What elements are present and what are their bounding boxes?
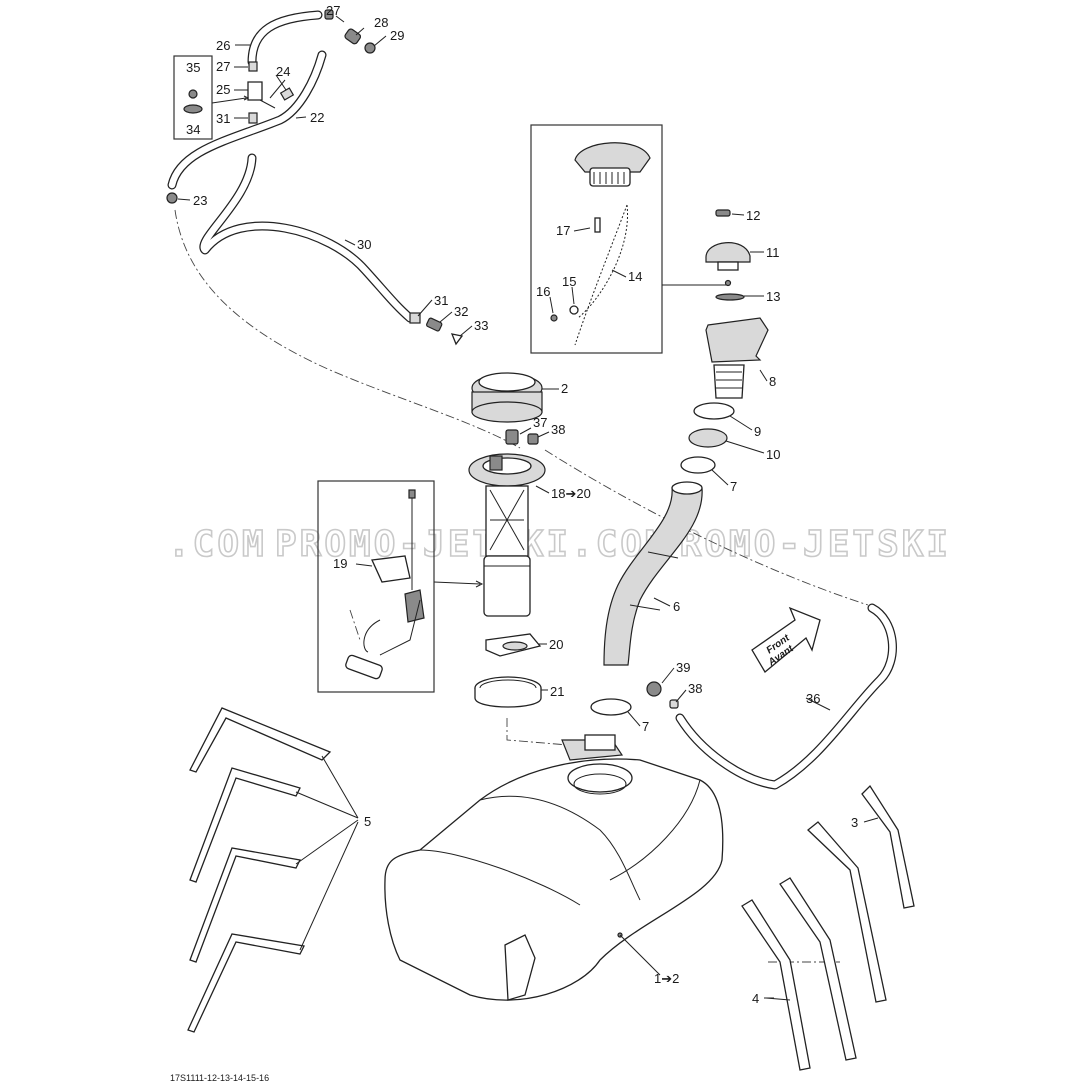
callout-14: 14 <box>628 269 642 284</box>
callout-12: 12 <box>746 208 760 223</box>
callout-32: 32 <box>454 304 468 319</box>
screw-17 <box>594 217 601 233</box>
strap-3 <box>861 784 915 909</box>
callout-3: 3 <box>851 815 858 830</box>
callout-5: 5 <box>364 814 371 829</box>
callout-31-top: 31 <box>216 111 230 126</box>
straps-4 <box>741 821 887 1071</box>
straps-5 <box>187 707 359 1033</box>
fitting-24 <box>259 79 295 109</box>
callout-13: 13 <box>766 289 780 304</box>
fitting-39 <box>646 681 662 697</box>
callout-20: 20 <box>549 637 563 652</box>
callout-29: 29 <box>390 28 404 43</box>
callout-1-2: 1➔2 <box>654 971 679 986</box>
callout-33: 33 <box>474 318 488 333</box>
washer-15 <box>569 305 579 315</box>
callout-10: 10 <box>766 447 780 462</box>
callout-9: 9 <box>754 424 761 439</box>
hose-22 <box>167 50 327 190</box>
part-12 <box>715 209 731 217</box>
callout-34: 34 <box>186 122 200 137</box>
inset-box-level-sender <box>317 480 435 693</box>
clamp-7-bottom <box>590 698 632 716</box>
screw-16 <box>550 314 558 322</box>
callout-27-top: 27 <box>326 3 340 18</box>
seal-dot <box>724 279 732 287</box>
fuel-cap-exploded <box>574 142 651 187</box>
vent-hose-26 <box>247 10 323 67</box>
clamp-7-top <box>680 456 716 474</box>
callout-24: 24 <box>276 64 290 79</box>
connector-37 <box>505 429 519 445</box>
callout-38-top: 38 <box>551 422 565 437</box>
watermark-right: PROMO-JETSKI <box>655 524 951 565</box>
callout-26: 26 <box>216 38 230 53</box>
callout-37: 37 <box>533 415 547 430</box>
callout-25: 25 <box>216 82 230 97</box>
fitting-27-top <box>324 9 334 20</box>
part-35 <box>188 89 198 99</box>
callout-19: 19 <box>333 556 347 571</box>
callout-2: 2 <box>561 381 568 396</box>
filler-hose-6 <box>603 481 703 666</box>
callout-36: 36 <box>806 691 820 706</box>
callout-35: 35 <box>186 60 200 75</box>
callout-18-20: 18➔20 <box>551 486 591 501</box>
hose-30 <box>199 153 415 323</box>
fitting-27-mid <box>248 61 258 72</box>
front-direction-arrow: Front Avant <box>751 606 821 673</box>
watermark-middle: PROMO-JETSKI.COM <box>275 524 670 565</box>
tee-fitting-25 <box>247 81 263 101</box>
fitting-38-top <box>527 433 539 445</box>
callout-28: 28 <box>374 15 388 30</box>
callout-39: 39 <box>676 660 690 675</box>
lock-ring-2 <box>471 372 543 423</box>
inset-box-cap-tether <box>530 124 663 354</box>
callout-38-bottom: 38 <box>688 681 702 696</box>
gasket-21 <box>474 676 542 708</box>
nut-10 <box>688 428 728 448</box>
tether-14 <box>574 204 629 346</box>
watermark-left: .COM <box>168 524 267 565</box>
level-sender-19 <box>345 489 425 680</box>
inset-box-34-35 <box>173 55 213 140</box>
fitting-29 <box>364 42 376 54</box>
callout-23: 23 <box>193 193 207 208</box>
callout-17: 17 <box>556 223 570 238</box>
callout-31-bottom: 31 <box>434 293 448 308</box>
callout-7-bottom: 7 <box>642 719 649 734</box>
fuel-tank-1 <box>384 734 724 1001</box>
gasket-13 <box>715 293 745 301</box>
callout-30: 30 <box>357 237 371 252</box>
callout-22: 22 <box>310 110 324 125</box>
callout-4: 4 <box>752 991 759 1006</box>
fitting-31-top <box>248 112 258 124</box>
callout-11: 11 <box>766 245 780 260</box>
callout-27-mid: 27 <box>216 59 230 74</box>
filter-20 <box>485 633 542 657</box>
fitting-28 <box>344 28 362 45</box>
drawing-code: 17S1111-12-13-14-15-16 <box>170 1073 269 1083</box>
fuel-pump-module <box>468 453 546 617</box>
callout-21: 21 <box>550 684 564 699</box>
part-34 <box>183 104 203 114</box>
callout-7-top: 7 <box>730 479 737 494</box>
filler-neck-8 <box>705 317 769 399</box>
callout-6: 6 <box>673 599 680 614</box>
filler-cap-11 <box>705 242 751 271</box>
callout-15: 15 <box>562 274 576 289</box>
clamp-23 <box>166 192 178 204</box>
fitting-31-32-33 <box>409 312 464 346</box>
callout-8: 8 <box>769 374 776 389</box>
ring-9 <box>693 402 735 420</box>
callout-16: 16 <box>536 284 550 299</box>
hose-36 <box>675 603 897 790</box>
